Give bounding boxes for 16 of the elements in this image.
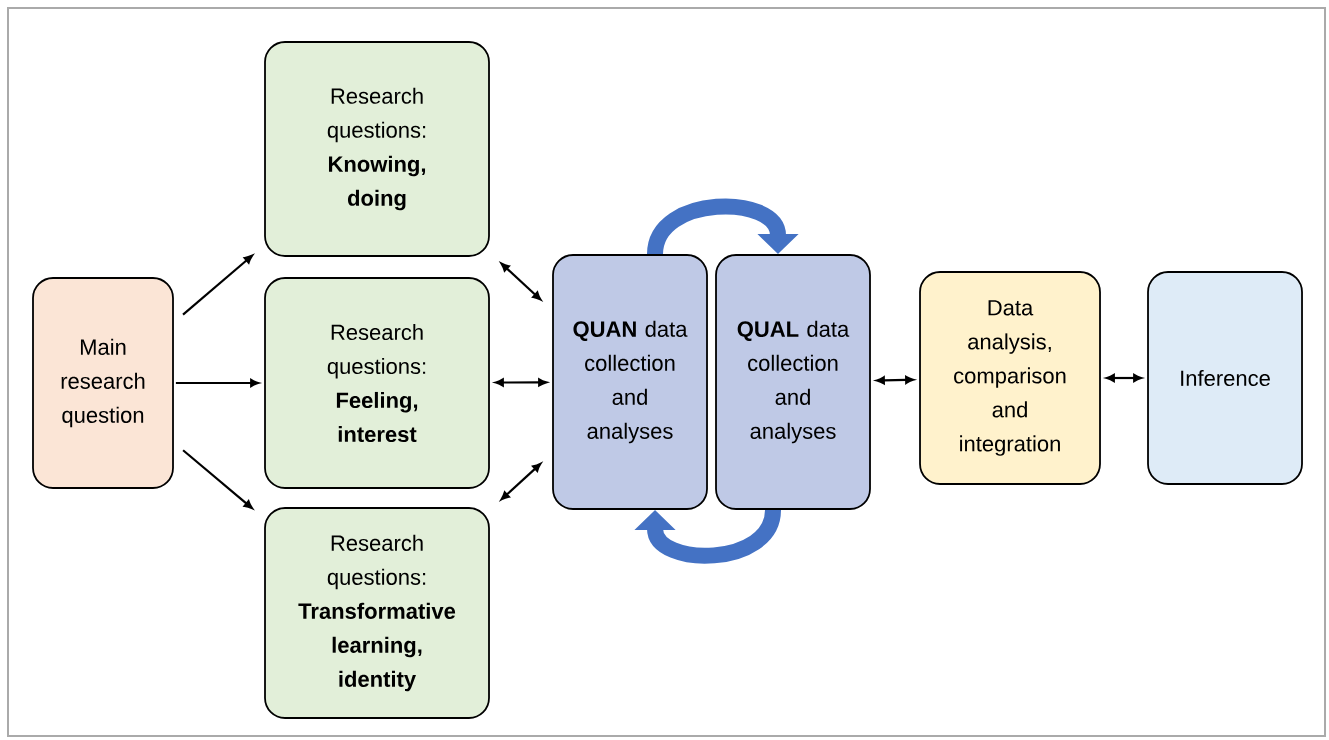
arrow bbox=[500, 462, 542, 501]
process-box: QUAN data collection and analyses bbox=[552, 254, 708, 510]
arrow bbox=[494, 378, 548, 387]
arrow bbox=[182, 449, 253, 510]
arrow bbox=[500, 262, 542, 301]
question-box: Main research question bbox=[32, 277, 174, 489]
arrow bbox=[1105, 373, 1143, 383]
question-box: Research questions: Transformative learning, identity bbox=[264, 507, 490, 719]
question-box: Research questions: Feeling, interest bbox=[264, 277, 490, 489]
arrow bbox=[175, 378, 260, 388]
question-box: Research questions: Knowing, doing bbox=[264, 41, 490, 257]
arrow bbox=[875, 375, 915, 385]
process-box: Inference bbox=[1147, 271, 1303, 485]
arrow bbox=[182, 254, 253, 316]
process-box: Data analysis, comparison and integration bbox=[919, 271, 1101, 485]
process-box: QUAL data collection and analyses bbox=[715, 254, 871, 510]
